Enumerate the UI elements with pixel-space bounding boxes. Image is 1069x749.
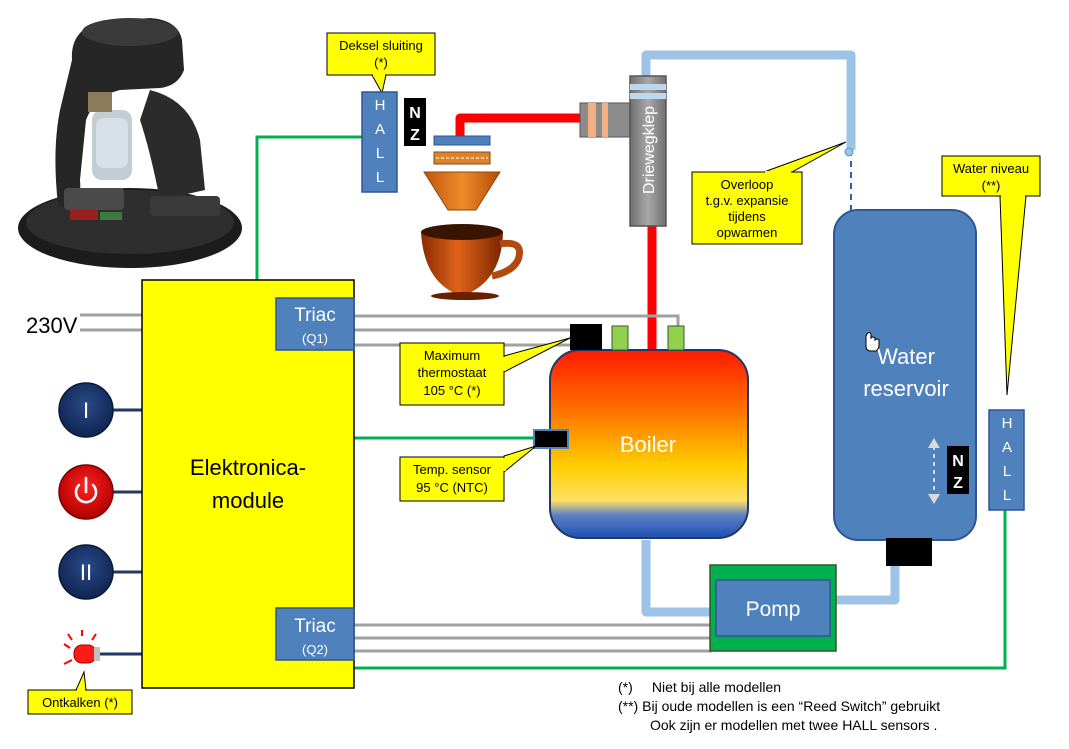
grey-wires xyxy=(80,313,712,653)
descale-led-icon xyxy=(63,630,100,665)
button-one-cup[interactable]: I xyxy=(58,382,114,438)
magnet-lid: N Z xyxy=(404,98,426,146)
level-line2: (**) xyxy=(982,178,1001,193)
pad-holder-icon xyxy=(423,135,501,211)
module-label-line1: Elektronica- xyxy=(190,455,306,480)
overflow-line1: Overloop xyxy=(721,177,774,192)
hall-sensor-level: H A L L xyxy=(988,409,1025,511)
boiler-label: Boiler xyxy=(620,432,676,457)
three-way-valve: Driewegklep xyxy=(579,75,667,227)
footnote-2-mark: (**) xyxy=(618,698,639,714)
max-thermostat-line1: Maximum xyxy=(424,348,480,363)
hall-level-letter-l1: L xyxy=(1003,463,1011,480)
descale-callout: Ontkalken (*) xyxy=(27,670,133,715)
footnote-1: (*) Niet bij alle modellen xyxy=(618,678,1058,697)
button-two-cups-glyph: II xyxy=(80,560,92,585)
triac-q2-label: Triac xyxy=(294,616,336,637)
overflow-point xyxy=(844,147,854,157)
magnet-float-z: Z xyxy=(953,475,963,492)
magnet-lid-z: Z xyxy=(410,127,420,144)
overflow-line4: opwarmen xyxy=(717,225,778,240)
boiler: Boiler xyxy=(549,349,749,539)
magnet-lid-n: N xyxy=(409,105,421,122)
temp-sensor-line2: 95 °C (NTC) xyxy=(416,480,488,495)
lid-closure-callout: Deksel sluiting (*) xyxy=(326,32,436,95)
temp-sensor-line1: Temp. sensor xyxy=(413,462,492,477)
max-thermostat-line2: thermostaat xyxy=(418,365,487,380)
triac-q1-label: Triac xyxy=(294,305,336,326)
hall-sensor-lid: H A L L xyxy=(361,91,398,193)
max-thermostat-callout: Maximum thermostaat 105 °C (*) xyxy=(399,337,571,406)
footnote-1-mark: (*) xyxy=(618,679,633,695)
hall-level-letter-h: H xyxy=(1002,415,1013,432)
reservoir-line1: Water xyxy=(877,344,935,369)
lid-closure-line2: (*) xyxy=(374,55,388,70)
hot-water-pipes xyxy=(455,113,657,352)
hall-lid-letter-l1: L xyxy=(376,145,384,162)
valve-label: Driewegklep xyxy=(641,106,658,194)
hall-level-letter-l2: L xyxy=(1003,487,1011,504)
power-icon xyxy=(74,476,98,504)
max-thermostat-line3: 105 °C (*) xyxy=(423,383,480,398)
coffee-machine-illustration xyxy=(18,18,242,268)
button-wires xyxy=(100,408,145,656)
green-wires xyxy=(255,135,1007,670)
level-line1: Water niveau xyxy=(953,161,1029,176)
hall-level-letter-a: A xyxy=(1002,439,1012,456)
float-arrow-icon xyxy=(928,438,940,504)
module-label-line2: module xyxy=(212,488,284,513)
magnet-float xyxy=(947,446,969,494)
temp-sensor-callout: Temp. sensor 95 °C (NTC) xyxy=(399,445,537,502)
hall-lid-letter-l2: L xyxy=(376,169,384,186)
boiler-terminal-1 xyxy=(611,325,629,351)
temp-sensor-block xyxy=(533,429,569,449)
footnote-3: Ook zijn er modellen met twee HALL senso… xyxy=(618,716,1058,735)
pump: Pomp xyxy=(709,564,837,652)
hall-lid-letter-h: H xyxy=(375,97,386,114)
footnote-2: (**) Bij oude modellen is een “Reed Swit… xyxy=(618,697,1058,716)
pump-label: Pomp xyxy=(746,598,801,621)
overflow-line2: t.g.v. expansie xyxy=(706,193,789,208)
hall-lid-letter-a: A xyxy=(375,121,385,138)
magnet-float-n: N xyxy=(952,453,964,470)
footnote-3-text: Ook zijn er modellen met twee HALL senso… xyxy=(650,717,938,733)
button-two-cups[interactable]: II xyxy=(58,544,114,600)
footnotes: (*) Niet bij alle modellen (**) Bij oude… xyxy=(618,678,1058,735)
triac-q2-sub: (Q2) xyxy=(302,642,328,657)
footnote-2-text: Bij oude modellen is een “Reed Switch” g… xyxy=(642,698,941,714)
lid-closure-line1: Deksel sluiting xyxy=(339,38,423,53)
triac-q2: Triac (Q2) xyxy=(275,607,355,661)
reservoir-valve xyxy=(886,538,932,566)
overflow-line3: tijdens xyxy=(728,209,766,224)
triac-q1-sub: (Q1) xyxy=(302,331,328,346)
max-thermostat-block xyxy=(570,324,602,350)
water-pipes xyxy=(641,50,900,617)
coffee-cup-icon xyxy=(421,224,523,300)
water-reservoir: Water reservoir N Z xyxy=(833,209,977,566)
reservoir-line2: reservoir xyxy=(863,376,949,401)
button-power[interactable] xyxy=(58,464,114,520)
overflow-callout: Overloop t.g.v. expansie tijdens opwarme… xyxy=(691,141,847,245)
descale-label: Ontkalken (*) xyxy=(42,695,118,710)
triac-q1: Triac (Q1) xyxy=(275,297,355,351)
water-level-callout: Water niveau (**) xyxy=(941,155,1041,396)
hand-cursor-icon xyxy=(865,332,880,352)
button-one-cup-glyph: I xyxy=(83,398,89,423)
power-label: 230V xyxy=(26,313,78,338)
boiler-terminal-2 xyxy=(667,325,685,351)
footnote-1-text: Niet bij alle modellen xyxy=(651,679,782,695)
